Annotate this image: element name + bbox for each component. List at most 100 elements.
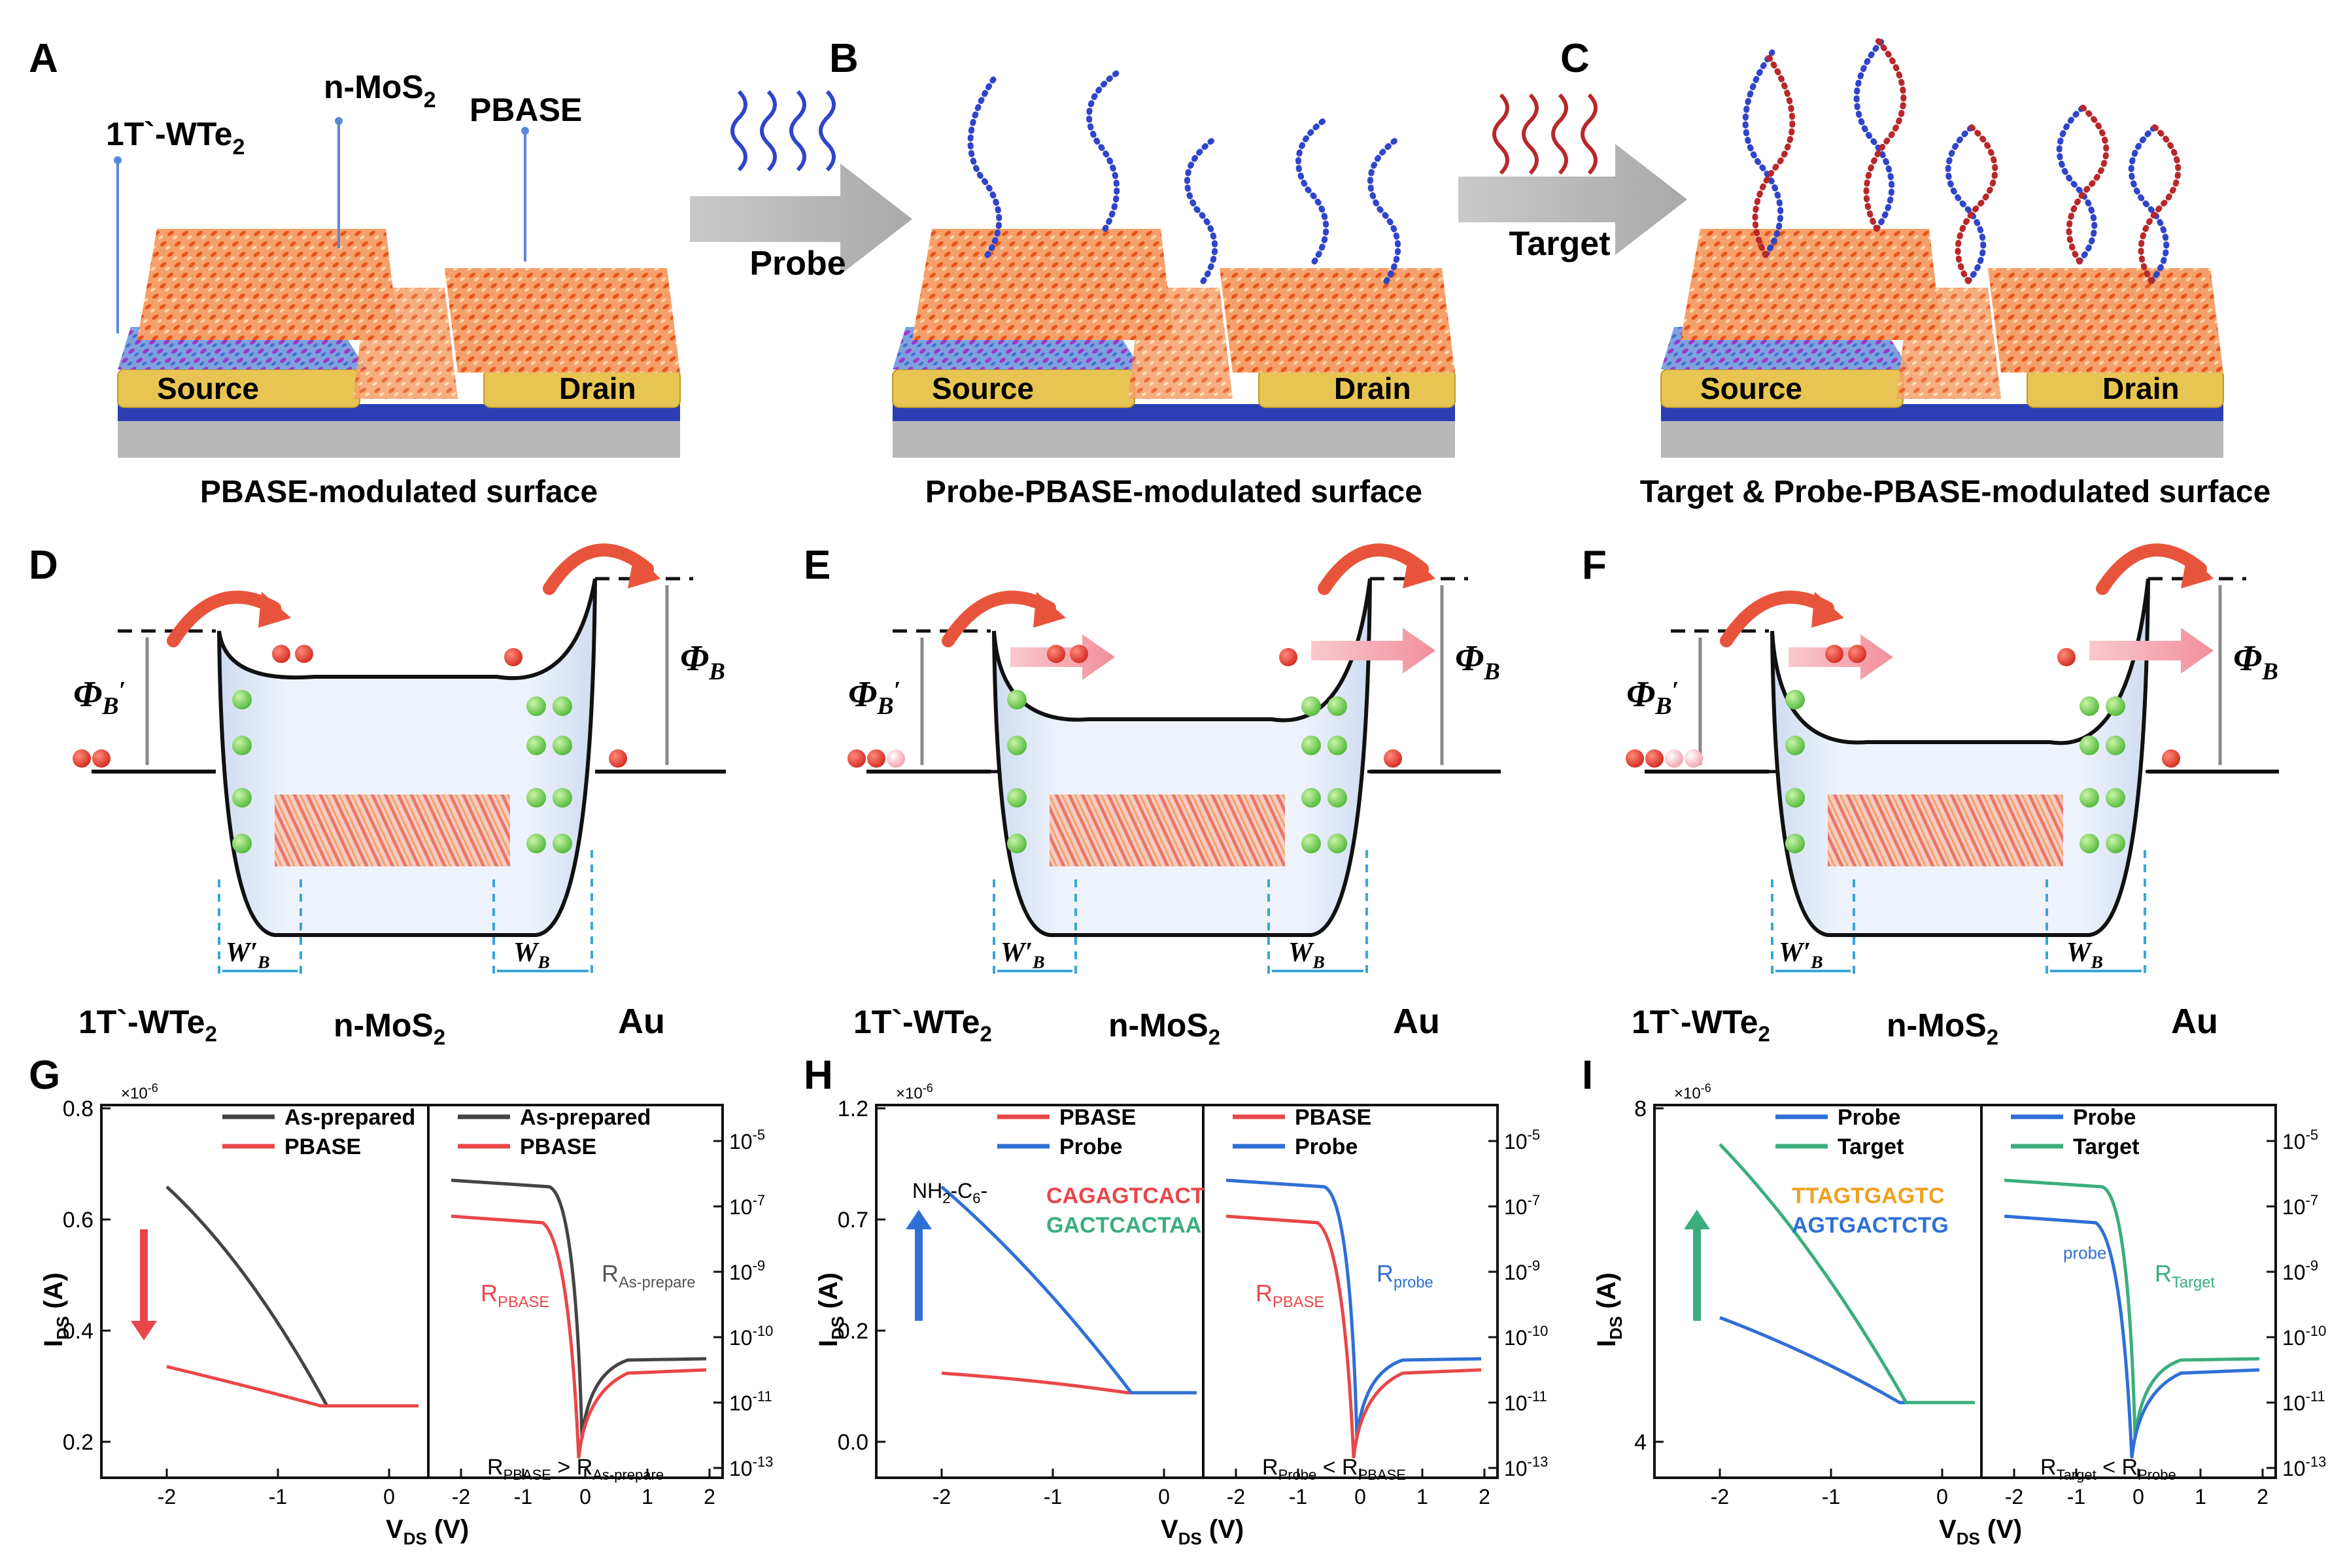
x-tick-label: -1 (514, 1485, 532, 1508)
band-left-label-main: 1T`-WTe (78, 1004, 205, 1040)
cmp-r-sub: Probe (2138, 1467, 2176, 1483)
y2-tick-label: 10-9 (729, 1257, 765, 1284)
donor-ion (1327, 736, 1347, 755)
caption-b: Probe-PBASE-modulated surface (925, 475, 1422, 509)
mos2-layer-left (912, 229, 1174, 340)
donor-ion (2106, 696, 2125, 716)
y2-tick-exp: -11 (1528, 1388, 1547, 1405)
electron (2057, 648, 2076, 666)
chart-frame (1653, 1104, 2277, 1479)
phi-sub: B (101, 692, 118, 720)
dna-sequence: CAGAGTCACT (1046, 1184, 1205, 1208)
panel-letter-i: I (1582, 1053, 1593, 1098)
y2-tick-label: 10-11 (1504, 1388, 1547, 1415)
phi-b-label-sub: B (1483, 658, 1500, 685)
w-label: WB (513, 938, 550, 972)
y-axis-sub: DS (828, 1316, 847, 1340)
donor-ion (526, 736, 546, 755)
phi-sub: B (876, 692, 893, 720)
cmp-l: R (1262, 1455, 1278, 1480)
comparison-label: RProbe < RPBASE (1262, 1455, 1406, 1483)
substrate-grey (1661, 418, 2223, 458)
y2-tick-exp: -5 (2306, 1127, 2319, 1143)
annot-1-main: R (481, 1280, 498, 1306)
phi-b-prime-label: ΦB′ (1626, 674, 1679, 720)
phi-prime: ′ (894, 677, 901, 704)
scale-main: ×10 (121, 1085, 148, 1102)
mos2-channel (1128, 288, 1233, 399)
phi-b-prime-label: ΦB′ (73, 674, 126, 720)
band-mid-label-sub: 2 (1208, 1025, 1220, 1049)
donor-ion (232, 788, 252, 808)
scale-main: ×10 (1674, 1085, 1701, 1102)
electron (1848, 645, 1866, 663)
electron (1685, 749, 1703, 768)
curve-linear-1 (1719, 1316, 1975, 1405)
y2-tick-exp: -13 (2306, 1454, 2327, 1470)
mos2-layer-left (137, 229, 399, 340)
cmp-r-sub: As-prepare (592, 1467, 664, 1483)
w-prime-label: W′B (1779, 938, 1823, 972)
target-strands-icon (1492, 93, 1598, 175)
electron (1279, 648, 1297, 666)
donor-ion (1785, 834, 1805, 853)
x-tick-label: -2 (158, 1485, 176, 1508)
y2-tick-exp: -7 (2306, 1192, 2319, 1208)
donor-ion (1327, 696, 1347, 716)
y2-tick-exp: -11 (2306, 1388, 2325, 1405)
annot-2-sub: probe (1394, 1274, 1433, 1291)
cmp-op: < (2097, 1455, 2122, 1480)
scale-main: ×10 (896, 1085, 923, 1102)
x-axis-main: V (1161, 1515, 1178, 1544)
y-axis-label: IDS (A) (1592, 1272, 1626, 1347)
legend-label: Target (2073, 1134, 2139, 1159)
y2-tick-base: 10 (729, 1391, 753, 1415)
x-tick-label: -1 (2067, 1485, 2085, 1508)
y2-tick-base: 10 (1504, 1326, 1528, 1350)
electron (609, 749, 627, 768)
x-tick-label: 2 (2257, 1485, 2268, 1508)
donor-ion (1327, 788, 1347, 808)
mos2-crystal (275, 794, 510, 866)
pointer-dot (114, 156, 122, 164)
x-tick-label: -1 (1289, 1485, 1307, 1508)
legend-label: PBASE (520, 1134, 596, 1159)
probe-dna-strands (967, 69, 1403, 284)
w-prime-label: W′B (1001, 938, 1045, 972)
y2-tick-label: 10-10 (1504, 1323, 1548, 1350)
x-tick-label: 1 (2195, 1485, 2206, 1508)
donor-ion (553, 788, 572, 808)
comparison-label: RPBASE > RAs-prepare (487, 1455, 664, 1483)
donor-ion (1301, 834, 1321, 853)
w-label-main: W (513, 938, 539, 968)
x-tick-label: 1 (642, 1485, 653, 1508)
donor-ion (526, 788, 546, 808)
dna-sequence: GACTCACTAA (1046, 1213, 1201, 1238)
donor-ion (232, 690, 252, 709)
donor-ion (553, 834, 572, 853)
hop-arrow-head (1033, 592, 1066, 628)
dna-sequence: AGTGACTCTG (1792, 1213, 1949, 1238)
scale-label: ×10-6 (896, 1082, 933, 1102)
legend-label: PBASE (284, 1134, 361, 1159)
band-mid-label-main: n-MoS (334, 1007, 434, 1044)
y-tick-label: 1.2 (838, 1097, 868, 1121)
electron (272, 645, 290, 663)
y-tick-label: 8 (1634, 1097, 1647, 1121)
electron (1645, 749, 1664, 768)
electron (504, 648, 522, 666)
mos2-crystal (1828, 794, 2063, 866)
y-tick-label: 0.8 (63, 1097, 94, 1121)
drain-label: Drain (559, 371, 636, 405)
y2-tick-base: 10 (1504, 1195, 1528, 1219)
y2-tick-exp: -13 (753, 1454, 774, 1470)
x-axis-main: V (1939, 1515, 1957, 1544)
w-label-sub: B (537, 952, 550, 972)
target-arrow: Target (1458, 93, 1687, 263)
pointer-dot (521, 127, 529, 135)
probe-arrow-label: Probe (749, 245, 846, 282)
w-prime-label-main: W′ (1779, 938, 1811, 968)
curve-log-1 (451, 1178, 707, 1439)
y2-tick-label: 10-7 (1504, 1192, 1540, 1219)
